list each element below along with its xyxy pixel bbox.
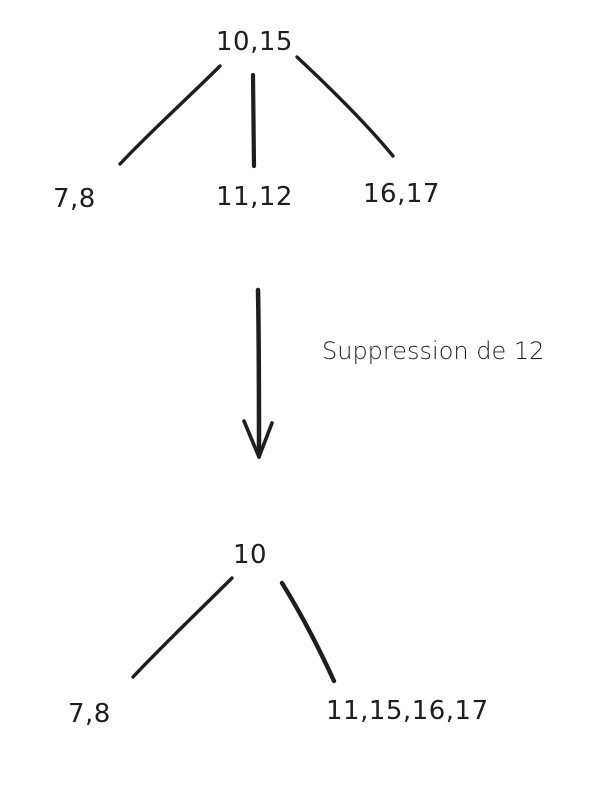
before-child-node-1: 7,8 [53, 184, 96, 214]
after-child-node-1: 7,8 [68, 699, 111, 729]
edge-after-root-to-child-2 [279, 580, 337, 684]
operation-arrow-head-left [242, 419, 261, 459]
edge-before-root-to-child-1 [118, 64, 222, 166]
after-root-node: 10 [233, 540, 268, 570]
operation-arrow-shaft [255, 287, 262, 458]
before-root-node: 10,15 [216, 27, 293, 57]
before-child-node-2: 11,12 [216, 182, 293, 212]
edge-after-root-to-child-1 [131, 576, 234, 679]
before-child-node-3: 16,17 [363, 179, 440, 209]
operation-label: Suppression de 12 [322, 337, 545, 365]
edge-before-root-to-child-3 [295, 55, 395, 158]
after-child-node-2: 11,15,16,17 [326, 696, 489, 726]
edge-before-root-to-child-2 [250, 72, 257, 169]
operation-arrow-head-right [257, 421, 274, 459]
